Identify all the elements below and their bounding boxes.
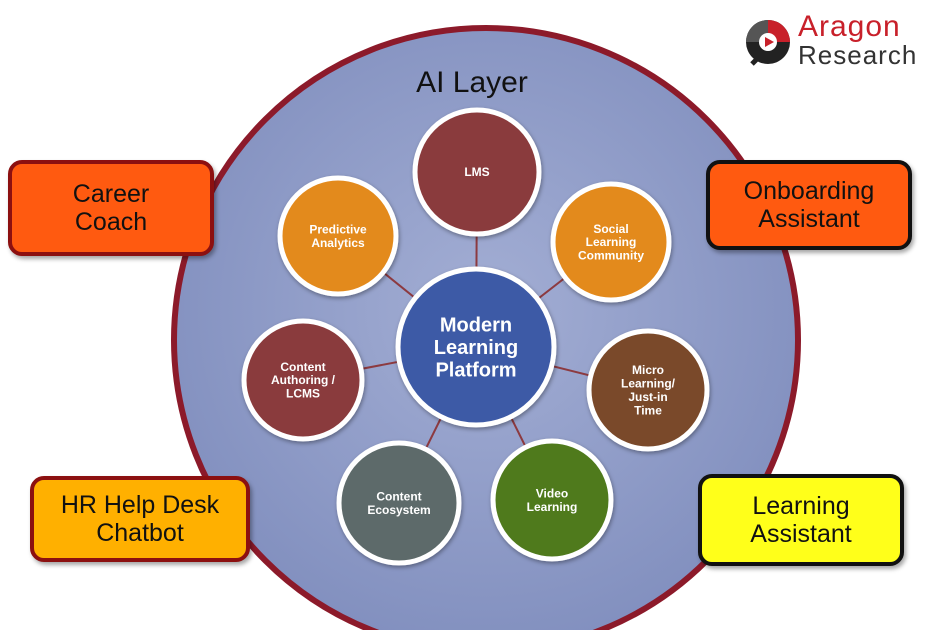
learning-assistant-box: Learning Assistant bbox=[698, 474, 904, 566]
node-ecosystem bbox=[336, 440, 462, 566]
aragon-research-logo: Aragon Research bbox=[742, 10, 938, 74]
node-authoring bbox=[241, 318, 365, 442]
logo-word-aragon: Aragon bbox=[798, 10, 901, 43]
aragon-logo-icon bbox=[746, 20, 790, 66]
logo-word-research: Research bbox=[798, 40, 918, 70]
career-coach-box: Career Coach bbox=[8, 160, 214, 256]
node-micro bbox=[586, 328, 710, 452]
ai-layer-title: AI Layer bbox=[416, 66, 528, 99]
career-coach-label: Career Coach bbox=[72, 180, 150, 236]
center-node bbox=[395, 266, 557, 428]
onboarding-assistant-label: Onboarding Assistant bbox=[743, 177, 875, 233]
node-video bbox=[490, 438, 614, 562]
node-label-lms: LMS bbox=[464, 165, 489, 179]
onboarding-assistant-box: Onboarding Assistant bbox=[706, 160, 912, 250]
node-social bbox=[550, 181, 672, 303]
hr-help-desk-chatbot-box: HR Help Desk Chatbot bbox=[30, 476, 250, 562]
learning-assistant-label: Learning Assistant bbox=[750, 492, 852, 548]
hr-help-desk-chatbot-label: HR Help Desk Chatbot bbox=[60, 491, 220, 547]
node-lms bbox=[412, 107, 542, 237]
node-predictive bbox=[277, 175, 399, 297]
